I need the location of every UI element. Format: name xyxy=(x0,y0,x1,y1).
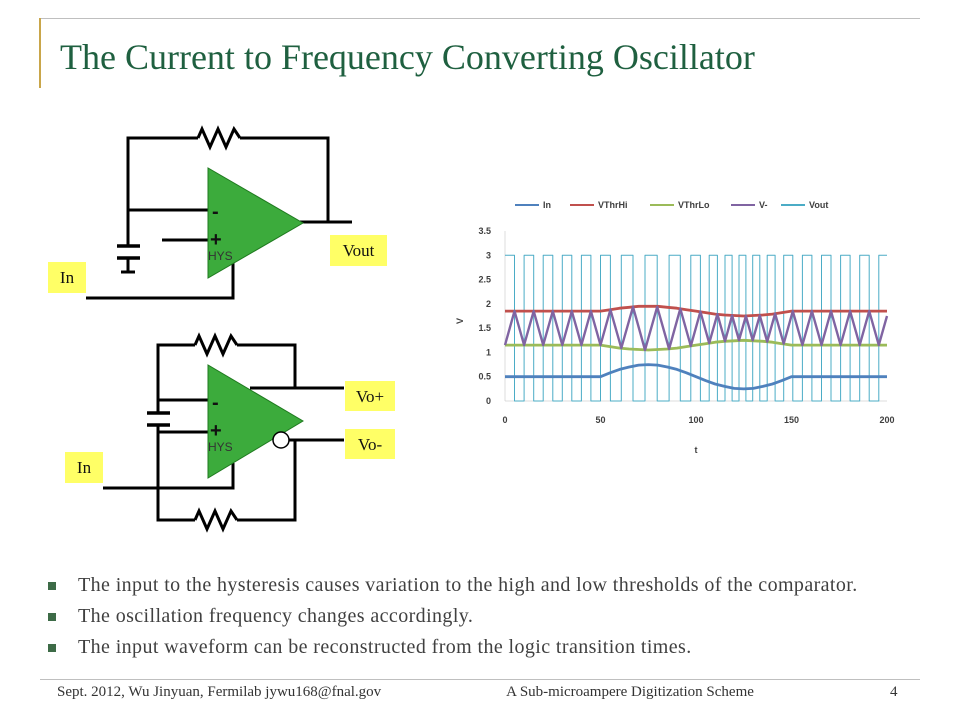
series-line-vout xyxy=(505,254,887,402)
x-tick-label: 50 xyxy=(595,415,605,425)
y-tick-label: 1.5 xyxy=(478,323,491,333)
feedback-top-wire-left xyxy=(156,343,195,413)
series-line-v-minus xyxy=(503,305,889,352)
y-tick-label: 3 xyxy=(486,250,491,260)
series-line-in xyxy=(505,363,887,391)
y-tick-label: 3.5 xyxy=(478,226,491,236)
circuit-bottom: - + HYS In Vo+ Vo- xyxy=(65,332,395,533)
title-accent-line xyxy=(39,18,41,88)
opamp-plus-sign: + xyxy=(210,229,222,251)
capacitor-lead xyxy=(121,258,135,274)
y-tick-label: 0 xyxy=(486,396,491,406)
input-wire xyxy=(103,463,235,490)
circuit-top: - + HYS In Vout xyxy=(48,125,387,300)
output-pos-label-box xyxy=(345,381,395,411)
bullet-list: The input to the hysteresis causes varia… xyxy=(48,570,858,663)
circuit-diagrams: - + HYS In Vout - + HYS In Vo+ Vo- xyxy=(48,125,395,533)
feedback-bottom-resistor xyxy=(193,507,239,533)
output-pos-label: Vo+ xyxy=(356,387,384,406)
series-line-vthrhi xyxy=(505,304,887,318)
bullet-square-icon xyxy=(48,643,56,652)
opamp-plus-sign: + xyxy=(210,420,222,442)
y-tick-label: 0.5 xyxy=(478,372,491,382)
bullet-square-icon xyxy=(48,612,56,621)
x-tick-label: 200 xyxy=(879,415,894,425)
opamp-minus-sign: - xyxy=(212,201,219,223)
bullet-text: The input to the hysteresis causes varia… xyxy=(78,574,858,596)
slide-title: The Current to Frequency Converting Osci… xyxy=(60,37,755,77)
inverting-output-bubble xyxy=(272,431,290,449)
top-rule xyxy=(40,18,920,19)
feedback-bottom-wire-left xyxy=(156,425,195,522)
bullet-text: The oscillation frequency changes accord… xyxy=(78,605,474,627)
feedback-bottom-wire-right xyxy=(237,440,297,522)
legend-label-vthrlo: VThrLo xyxy=(678,200,710,210)
feedback-wire-left xyxy=(126,136,198,246)
bullet-item: The input to the hysteresis causes varia… xyxy=(48,570,858,601)
feedback-wire-right xyxy=(240,136,330,222)
input-label: In xyxy=(77,458,92,477)
output-label: Vout xyxy=(343,241,375,260)
opamp-triangle xyxy=(207,167,304,279)
bullet-square-icon xyxy=(48,581,56,590)
feedback-top-wire-right xyxy=(237,343,297,388)
output-neg-label: Vo- xyxy=(358,435,383,454)
opamp-triangle xyxy=(207,364,304,479)
footer-author: Sept. 2012, Wu Jinyuan, Fermilab jywu168… xyxy=(57,684,382,700)
y-tick-label: 2 xyxy=(486,299,491,309)
output-label-box xyxy=(330,235,387,266)
bullet-item: The oscillation frequency changes accord… xyxy=(48,601,858,632)
output-neg-label-box xyxy=(345,429,395,459)
input-label: In xyxy=(60,268,75,287)
feedback-resistor xyxy=(196,125,242,151)
y-axis-title: V xyxy=(455,318,465,324)
bullet-text: The input waveform can be reconstructed … xyxy=(78,636,692,658)
legend-label-vthrhi: VThrHi xyxy=(598,200,628,210)
bullet-item: The input waveform can be reconstructed … xyxy=(48,632,858,663)
legend-label-v-minus: V- xyxy=(759,200,768,210)
opamp-minus-sign: - xyxy=(212,392,219,414)
x-axis-title: t xyxy=(695,445,698,455)
input-label-box xyxy=(48,262,86,293)
opamp-hys-label: HYS xyxy=(208,249,233,263)
footer-presentation-title: A Sub-microampere Digitization Scheme xyxy=(506,684,754,700)
feedback-top-resistor xyxy=(193,332,239,358)
capacitor xyxy=(117,244,140,274)
footer-page-number: 4 xyxy=(890,684,898,700)
legend-label-in: In xyxy=(543,200,551,210)
waveform-chart: 0 0.5 1 1.5 2 2.5 3 3.5 0 50 100 150 200 Vt In VThrHi VT… xyxy=(455,200,895,455)
x-tick-label: 0 xyxy=(502,415,507,425)
y-tick-label: 2.5 xyxy=(478,275,491,285)
input-label-box xyxy=(65,452,103,483)
capacitor xyxy=(147,411,170,427)
input-wire xyxy=(86,263,235,300)
y-tick-label: 1 xyxy=(486,347,491,357)
footer-rule xyxy=(40,679,920,680)
x-tick-label: 100 xyxy=(688,415,703,425)
x-tick-label: 150 xyxy=(784,415,799,425)
legend-label-vout: Vout xyxy=(809,200,828,210)
opamp-hys-label: HYS xyxy=(208,440,233,454)
